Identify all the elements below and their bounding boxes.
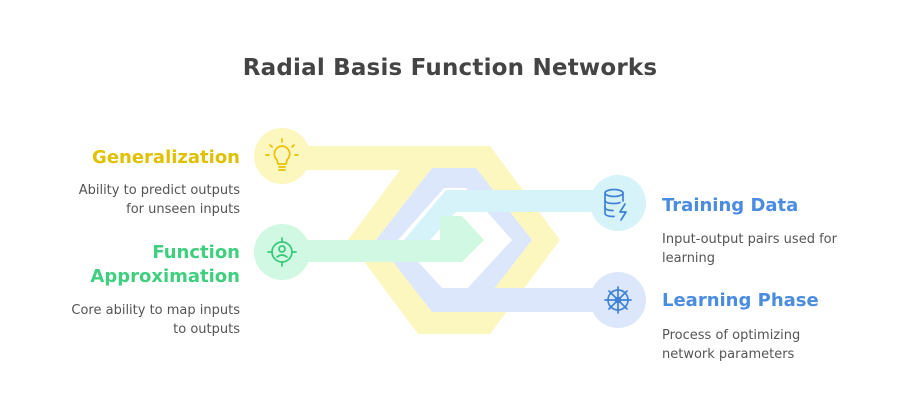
target-face-icon [267, 237, 297, 267]
function-approximation-label-line-2: Approximation [90, 266, 240, 287]
learning-phase-label: Learning Phase [662, 290, 819, 311]
database-bolt-icon [604, 188, 627, 221]
function-approximation-band [280, 216, 484, 262]
function-approximation-label-line-1: Function [152, 242, 240, 263]
learning-phase-description: Process of optimizing network parameters [662, 326, 892, 364]
function-approximation-description: Core ability to map inputs to outputs [20, 301, 240, 339]
generalization-icon-circle [254, 128, 310, 184]
generalization-description: Ability to predict outputs for unseen in… [20, 181, 240, 219]
generalization-description-line-1: Ability to predict outputs [78, 183, 240, 198]
training-data-description-line-2: learning [662, 251, 716, 266]
gear-wheel-icon [604, 286, 632, 314]
generalization-description-line-2: for unseen inputs [126, 202, 240, 217]
learning-phase-description-line-2: network parameters [662, 347, 795, 362]
training-data-description-line-1: Input-output pairs used for [662, 232, 837, 247]
function-approximation-label: Function Approximation [40, 241, 240, 289]
training-data-label: Training Data [662, 195, 799, 216]
function-approximation-description-line-2: to outputs [173, 322, 240, 337]
training-data-band [404, 190, 610, 240]
learning-phase-description-line-1: Process of optimizing [662, 328, 801, 343]
lightbulb-icon [265, 138, 299, 171]
generalization-label: Generalization [92, 147, 240, 168]
function-approximation-description-line-1: Core ability to map inputs [71, 303, 240, 318]
page-title: Radial Basis Function Networks [242, 55, 658, 81]
training-data-description: Input-output pairs used for learning [662, 230, 892, 268]
